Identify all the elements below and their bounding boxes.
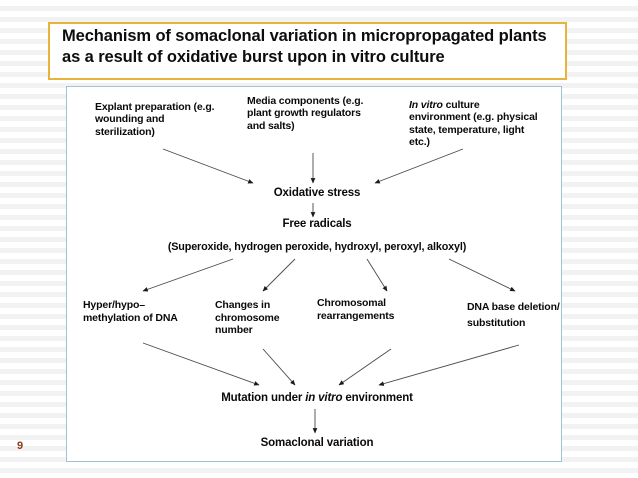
node-radicals-list: (Superoxide, hydrogen peroxide, hydroxyl… <box>167 241 467 253</box>
node-chromosomal-rearrangements: Chromosomal rearrangements <box>317 297 395 322</box>
node-oxidative-stress: Oxidative stress <box>273 187 361 199</box>
title-box <box>48 22 567 80</box>
node-free-radicals: Free radicals <box>282 218 352 230</box>
diagram-container: Explant preparation (e.g. wounding and s… <box>66 86 562 462</box>
node-mutation-italic-part: in vitro <box>305 392 343 404</box>
node-mutation-suffix: environment <box>342 392 413 404</box>
slide-number: 9 <box>17 440 24 452</box>
node-chromosome-number: Changes in chromosome number <box>215 299 280 337</box>
page-title: Mechanism of somaclonal variation in mic… <box>62 27 547 66</box>
node-invitro-rest-part: culture environment (e.g. physical state… <box>409 99 538 148</box>
node-explant-preparation: Explant preparation (e.g. wounding and s… <box>95 101 215 138</box>
node-mutation-prefix: Mutation under <box>221 392 306 404</box>
node-invitro-culture-environment: In vitro culture environment (e.g. physi… <box>409 99 539 148</box>
node-media-components: Media components (e.g. plant growth regu… <box>247 95 364 132</box>
node-mutation-under-invitro-environment: Mutation under in vitro environment <box>127 392 507 404</box>
node-methylation-of-dna: Hyper/hypo–methylation of DNA <box>83 299 178 324</box>
node-somaclonal-variation: Somaclonal variation <box>260 437 374 449</box>
node-dna-base-deletion-substitution: DNA base deletion/ substitution <box>467 301 560 329</box>
node-invitro-italic-part: In vitro <box>409 99 443 111</box>
